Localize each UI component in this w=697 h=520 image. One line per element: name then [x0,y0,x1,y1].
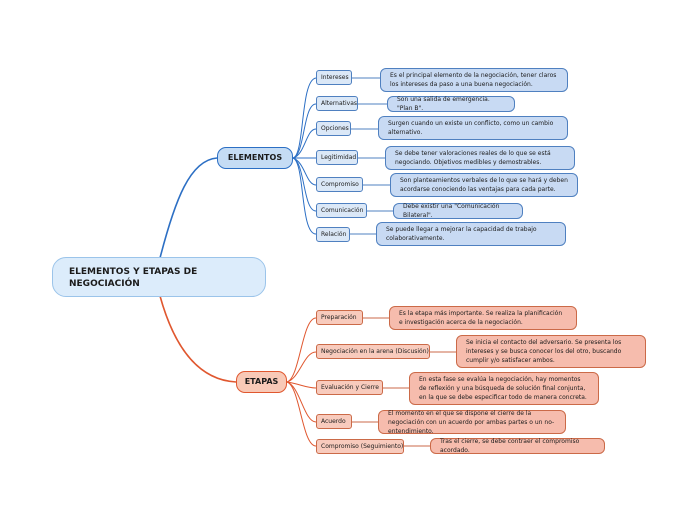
desc-legitimidad[interactable]: Se debe tener valoraciones reales de lo … [385,146,575,170]
topic-opciones[interactable]: Opciones [316,121,351,136]
topic-negociacion-arena-label: Negociación en la arena (Discusión) [321,347,429,355]
desc-evaluacion-cierre[interactable]: En esta fase se evalúa la negociación, h… [409,372,599,405]
topic-compromiso-seguimiento-label: Compromiso (Seguimiento) [321,442,404,450]
topic-legitimidad-label: Legitimidad [321,153,357,161]
branch-etapas[interactable]: ETAPAS [236,371,287,393]
topic-acuerdo[interactable]: Acuerdo [316,414,352,429]
link-etapas-compromiso [286,381,317,447]
topic-evaluacion-cierre[interactable]: Evaluación y Cierre [316,380,383,395]
topic-alternativas[interactable]: Alternativas [316,96,358,111]
desc-relacion[interactable]: Se puede llegar a mejorar la capacidad d… [376,222,566,246]
topic-relacion-label: Relación [321,230,347,238]
topic-comunicacion[interactable]: Comunicación [316,203,367,218]
desc-acuerdo[interactable]: El momento en el que se dispone el cierr… [378,409,566,435]
topic-opciones-label: Opciones [321,124,349,132]
topic-compromiso-label: Compromiso [321,180,359,188]
desc-alternativas[interactable]: Son una salida de emergencia. "Plan B". [387,96,515,112]
topic-acuerdo-label: Acuerdo [321,417,346,425]
root-topic[interactable]: ELEMENTOS Y ETAPAS DE NEGOCIACIÓN [52,257,266,297]
desc-evaluacion-cierre-text: En esta fase se evalúa la negociación, h… [419,376,587,401]
desc-compromiso-seguimiento[interactable]: Tras el cierre, se debe contraer el comp… [430,438,605,454]
desc-intereses-text: Es el principal elemento de la negociaci… [390,72,557,88]
desc-intereses[interactable]: Es el principal elemento de la negociaci… [380,68,568,92]
link-root-etapas [159,295,237,383]
topic-relacion[interactable]: Relación [316,227,350,242]
desc-negociacion-arena[interactable]: Se inicia el contacto del adversario. Se… [456,335,646,368]
topic-compromiso-seguimiento[interactable]: Compromiso (Seguimiento) [316,439,404,454]
link-elementos-relacion [292,157,317,235]
link-elementos-intereses [292,77,317,159]
desc-comunicacion-text: Debe existir una "Comunicación Bilateral… [403,203,500,219]
desc-opciones[interactable]: Surgen cuando un existe un conflicto, co… [378,116,568,140]
link-elementos-alternativas [292,103,317,159]
topic-legitimidad[interactable]: Legitimidad [316,150,358,165]
topic-compromiso[interactable]: Compromiso [316,177,363,192]
desc-compromiso[interactable]: Son planteamientos verbales de lo que se… [390,173,578,197]
link-elementos-opciones [292,128,317,159]
link-etapas-negociacion [286,351,317,383]
link-etapas-evaluacion [286,381,317,389]
topic-preparacion[interactable]: Preparación [316,310,363,325]
branch-etapas-label: ETAPAS [244,377,279,386]
link-etapas-preparacion [286,317,317,383]
desc-comunicacion[interactable]: Debe existir una "Comunicación Bilateral… [393,203,523,219]
desc-opciones-text: Surgen cuando un existe un conflicto, co… [388,120,554,136]
desc-legitimidad-text: Se debe tener valoraciones reales de lo … [395,150,551,166]
desc-preparacion[interactable]: Es la etapa más importante. Se realiza l… [389,306,577,330]
branch-elementos-label: ELEMENTOS [227,153,283,162]
topic-intereses-label: Intereses [321,73,349,81]
topic-preparacion-label: Preparación [321,313,357,321]
topic-evaluacion-cierre-label: Evaluación y Cierre [321,383,379,391]
link-root-elementos [159,157,218,259]
topic-negociacion-arena[interactable]: Negociación en la arena (Discusión) [316,344,430,359]
desc-compromiso-seguimiento-text: Tras el cierre, se debe contraer el comp… [440,438,580,454]
desc-alternativas-text: Son una salida de emergencia. "Plan B". [397,96,490,112]
desc-relacion-text: Se puede llegar a mejorar la capacidad d… [386,226,537,242]
desc-preparacion-text: Es la etapa más importante. Se realiza l… [399,310,563,326]
topic-intereses[interactable]: Intereses [316,70,352,85]
branch-elementos[interactable]: ELEMENTOS [217,147,293,169]
desc-compromiso-text: Son planteamientos verbales de lo que se… [400,177,568,193]
desc-acuerdo-text: El momento en el que se dispone el cierr… [388,409,555,435]
root-title: ELEMENTOS Y ETAPAS DE NEGOCIACIÓN [69,267,198,289]
topic-comunicacion-label: Comunicación [321,206,364,214]
topic-alternativas-label: Alternativas [321,99,358,107]
desc-negociacion-arena-text: Se inicia el contacto del adversario. Se… [466,339,622,364]
